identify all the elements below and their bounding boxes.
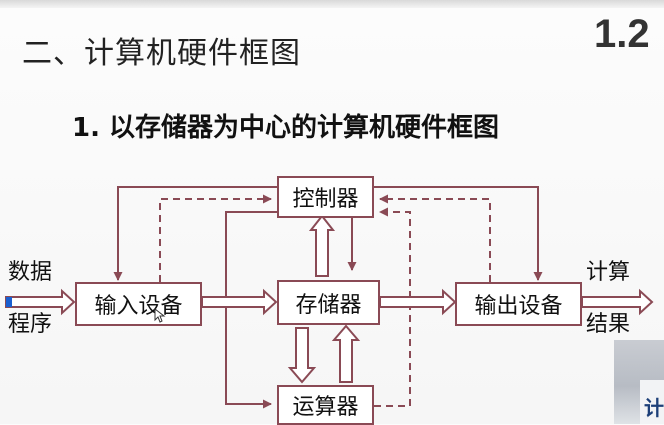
section-number: 1.2 bbox=[594, 12, 650, 56]
thumbnail-panel bbox=[640, 380, 664, 424]
label-result: 结果 bbox=[586, 312, 631, 337]
slide-subtitle: 1. 以存储器为中心的计算机硬件框图 bbox=[72, 113, 500, 143]
result-out-arrow bbox=[581, 288, 654, 316]
input-device-box: 输入设备 bbox=[75, 282, 202, 326]
video-thumbnail: 计 bbox=[614, 340, 664, 424]
data-in-arrow bbox=[5, 288, 76, 316]
label-program: 程序 bbox=[8, 312, 53, 337]
label-compute: 计算 bbox=[586, 260, 631, 285]
memory-to-control-arrow bbox=[308, 214, 336, 277]
controller-box: 控制器 bbox=[277, 176, 374, 218]
thumbnail-text: 计 bbox=[644, 396, 664, 420]
section-title: 二、计算机硬件框图 bbox=[22, 36, 301, 71]
top-bar bbox=[0, 0, 664, 8]
alu-box: 运算器 bbox=[277, 385, 374, 425]
output-device-box: 输出设备 bbox=[455, 282, 582, 326]
alu-to-memory-arrow bbox=[331, 324, 361, 383]
alu-status-line bbox=[374, 207, 411, 407]
control-to-output-line bbox=[374, 186, 543, 281]
memory-to-alu-arrow bbox=[287, 327, 317, 384]
output-status-line bbox=[379, 194, 491, 282]
input-status-line bbox=[159, 194, 272, 282]
input-to-memory-arrow bbox=[201, 288, 278, 316]
control-to-input-line bbox=[113, 186, 277, 281]
label-data: 数据 bbox=[8, 260, 53, 285]
mouse-cursor-icon bbox=[154, 308, 166, 323]
memory-box: 存储器 bbox=[277, 280, 380, 325]
memory-to-output-arrow bbox=[379, 288, 457, 316]
input-marker bbox=[6, 297, 12, 307]
